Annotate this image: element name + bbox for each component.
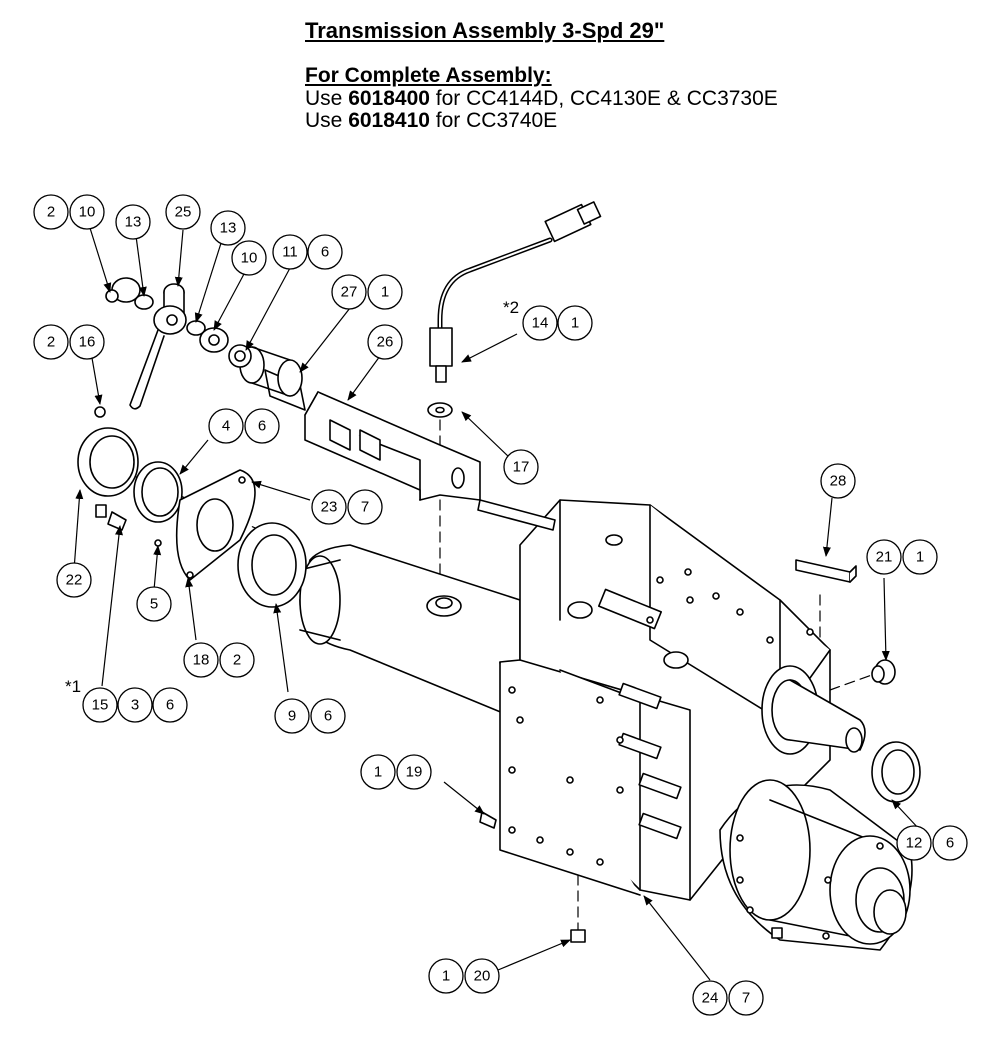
callout-5: 5 — [136, 586, 172, 622]
callout-1-20: 1 20 — [428, 958, 500, 994]
callout-num: 12 — [906, 835, 923, 852]
callout-12-6: 12 6 — [896, 825, 968, 861]
callout-10: 10 — [231, 240, 267, 276]
callout-num: 13 — [125, 214, 142, 231]
callout-num: 1 — [442, 968, 450, 985]
callout-22: 22 — [56, 562, 92, 598]
left-seals — [77, 406, 307, 608]
note-marker-2: *2 — [503, 298, 519, 317]
callout-num: 14 — [532, 315, 549, 332]
callout-num: 28 — [830, 473, 847, 490]
bracket — [304, 391, 481, 501]
callout-qty: 7 — [361, 499, 369, 516]
part-number-2: 6018410 — [348, 109, 430, 132]
callout-21-1: 21 1 — [866, 539, 938, 575]
callout-14-1: 14 1 — [522, 305, 593, 341]
callout-9-6: 9 6 — [274, 698, 346, 734]
callout-qty: 6 — [321, 244, 329, 261]
callout-qty: 20 — [474, 968, 491, 985]
callout-qty: 10 — [79, 204, 96, 221]
callout-num: 9 — [288, 708, 296, 725]
use-line-1: Use 6018400 for CC4144D, CC4130E & CC373… — [305, 88, 965, 110]
callout-2-16: 2 16 — [33, 324, 105, 360]
cap-screw — [570, 929, 586, 943]
callout-24-7: 24 7 — [692, 980, 764, 1016]
callout-num: 25 — [175, 204, 192, 221]
use-prefix: Use — [305, 87, 349, 110]
front-motor-housing — [719, 779, 913, 951]
callout-qty: 3 — [131, 697, 139, 714]
callout-num: 2 — [47, 334, 55, 351]
callout-qty: 1 — [571, 315, 579, 332]
bolt — [479, 811, 497, 829]
callout-13b: 13 — [210, 210, 246, 246]
leader-lines — [73, 227, 921, 981]
callout-2-10: 2 10 — [33, 194, 105, 230]
callout-1-19: 1 19 — [360, 754, 432, 790]
callout-4-6: 4 6 — [208, 408, 280, 444]
callout-qty: 6 — [258, 418, 266, 435]
callout-num: 2 — [47, 204, 55, 221]
callouts: 2 10 13 25 13 10 11 6 — [33, 194, 968, 1016]
callout-13a: 13 — [115, 204, 151, 240]
callout-qty: 6 — [946, 835, 954, 852]
callout-27-1: 27 1 — [331, 274, 403, 310]
speed-sensor — [429, 201, 602, 383]
page-title: Transmission Assembly 3-Spd 29" — [305, 18, 665, 43]
use-line-2: Use 6018410 for CC3740E — [305, 110, 965, 132]
callout-qty: 16 — [79, 334, 96, 351]
callout-num: 13 — [220, 220, 237, 237]
spacer — [239, 346, 306, 411]
side-plate — [499, 659, 691, 901]
callout-qty: 19 — [406, 764, 423, 781]
assembly-subtitle: For Complete Assembly: — [305, 64, 552, 87]
callout-num: 23 — [321, 499, 338, 516]
callout-qty: 1 — [916, 549, 924, 566]
callout-num: 24 — [702, 990, 719, 1007]
callout-qty: 6 — [166, 697, 174, 714]
key-bar — [795, 559, 851, 583]
callout-num: 4 — [222, 418, 230, 435]
callout-25: 25 — [165, 194, 201, 230]
callout-17: 17 — [503, 449, 539, 485]
callout-num: 17 — [513, 459, 530, 476]
callout-num: 10 — [241, 250, 258, 267]
callout-num: 11 — [282, 244, 298, 261]
plug — [871, 659, 896, 685]
callout-num: 27 — [341, 284, 358, 301]
input-shaft — [477, 499, 556, 531]
callout-num: 26 — [377, 334, 394, 351]
top-left-hardware — [105, 277, 252, 410]
callout-num: 1 — [374, 764, 382, 781]
use-suffix: for CC3740E — [429, 109, 558, 132]
callout-qty: 7 — [742, 990, 750, 1007]
callout-26: 26 — [367, 324, 403, 360]
callout-qty: 1 — [381, 284, 389, 301]
callout-18-2: 18 2 — [183, 642, 255, 678]
note-marker-1: *1 — [65, 677, 81, 696]
callout-qty: 6 — [324, 708, 332, 725]
callout-num: 15 — [92, 697, 109, 714]
callout-28: 28 — [820, 463, 856, 499]
use-suffix: for CC4144D, CC4130E & CC3730E — [429, 87, 778, 110]
callout-num: 5 — [150, 596, 158, 613]
output-seal — [871, 741, 921, 803]
use-prefix: Use — [305, 109, 349, 132]
callout-num: 21 — [876, 549, 893, 566]
part-drawings — [77, 201, 921, 951]
callout-15-3-6: 15 3 6 — [82, 687, 188, 723]
callout-23-7: 23 7 — [311, 489, 383, 525]
part-number-1: 6018400 — [348, 87, 430, 110]
callout-qty: 2 — [233, 652, 241, 669]
motor-cylinder — [299, 544, 521, 721]
callout-num: 18 — [193, 652, 210, 669]
callout-11-6: 11 6 — [272, 234, 343, 270]
callout-num: 22 — [66, 572, 83, 589]
header-block: Transmission Assembly 3-Spd 29" For Comp… — [305, 18, 965, 132]
